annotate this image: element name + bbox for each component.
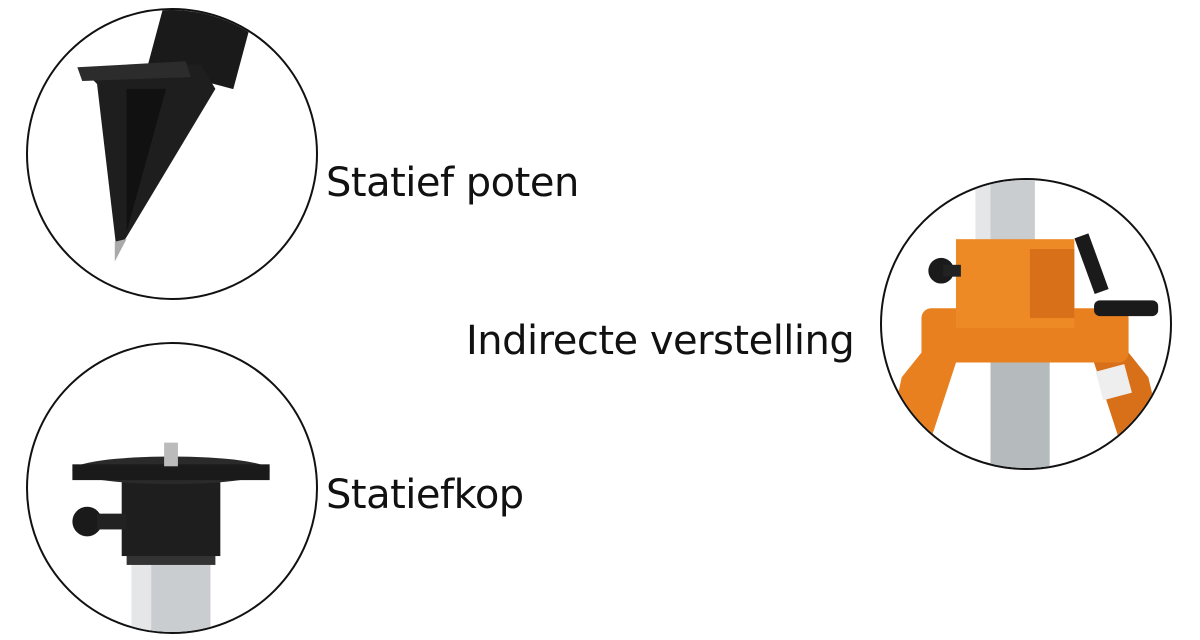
label-statief-poten: Statief poten: [326, 160, 579, 206]
indirect-adjustment-image: [880, 178, 1172, 470]
tripod-head-image: [26, 342, 318, 634]
label-indirecte-verstelling: Indirecte verstelling: [466, 318, 855, 364]
label-statiefkop: Statiefkop: [326, 472, 524, 518]
tripod-leg-foot-image: [26, 8, 318, 300]
